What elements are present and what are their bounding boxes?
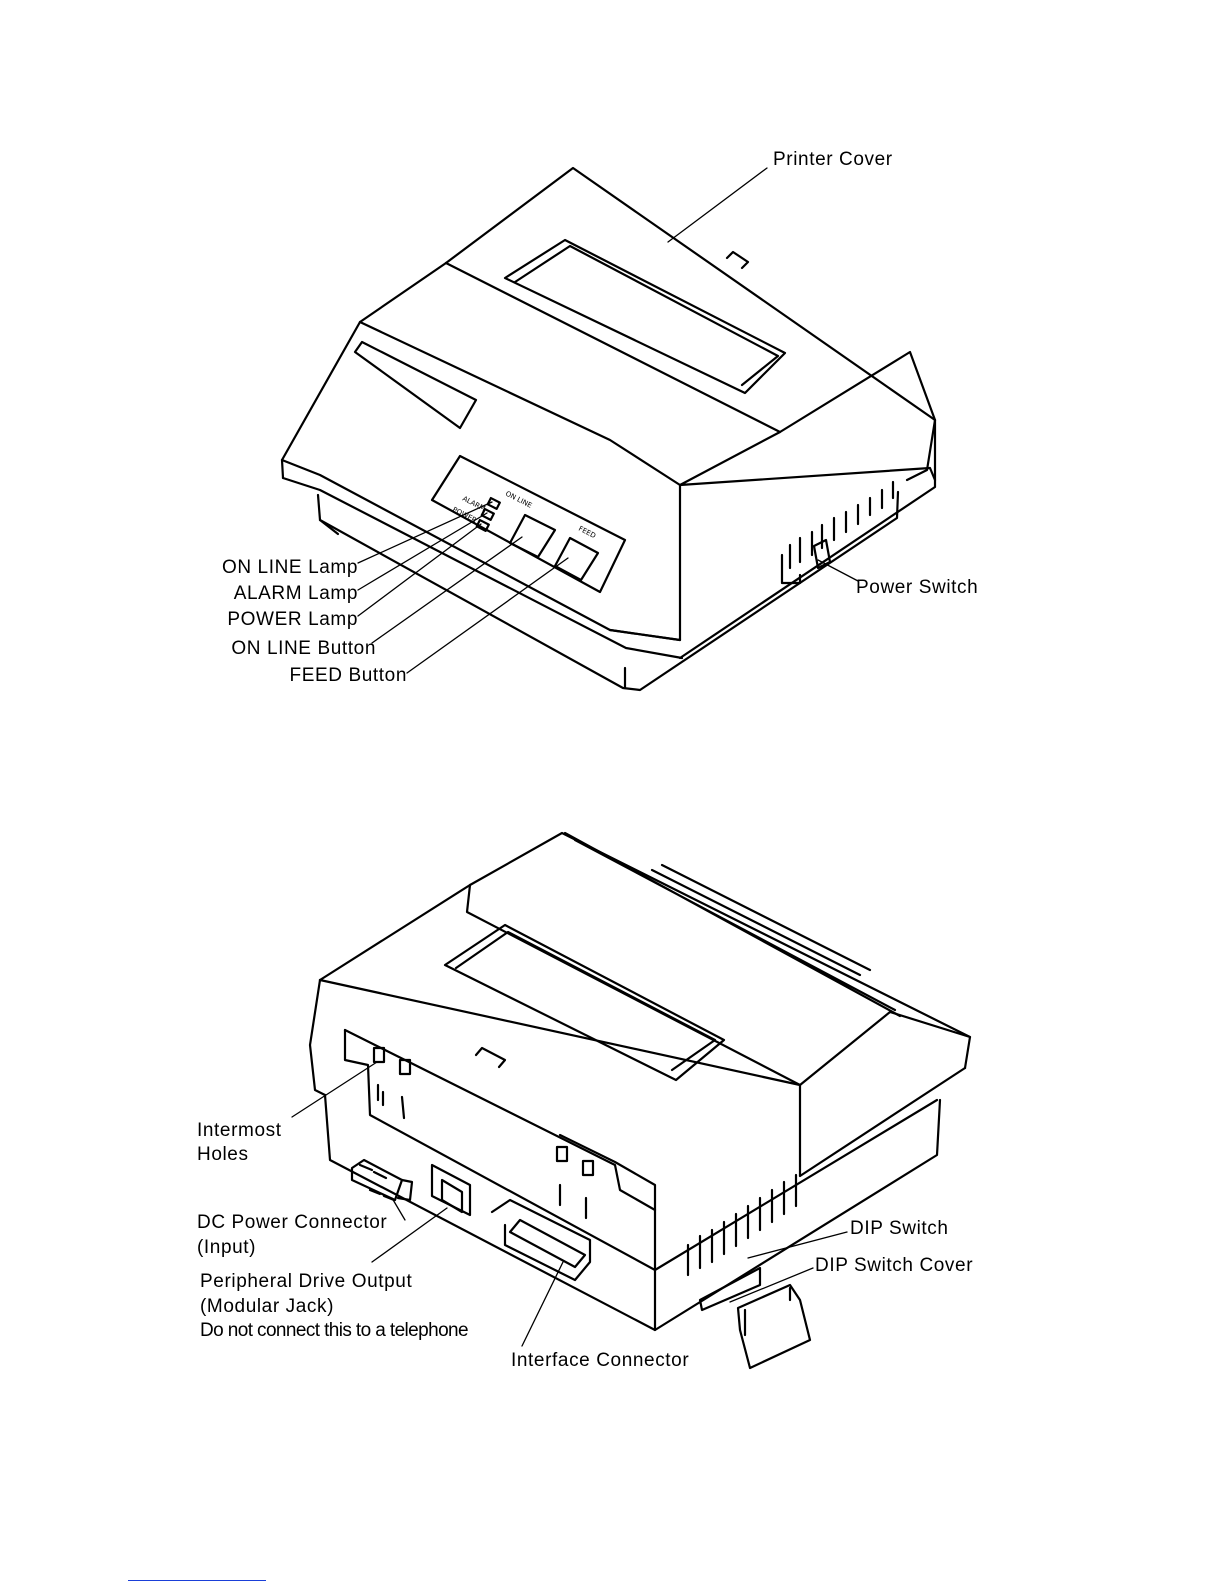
panel-power-text: POWER <box>451 506 478 525</box>
label-intermost-holes-line1: Intermost <box>197 1119 282 1143</box>
label-peripheral-line3: Do not connect this to a telephone <box>200 1319 468 1343</box>
label-interface-connector: Interface Connector <box>511 1349 689 1373</box>
label-dip-switch: DIP Switch <box>850 1217 949 1241</box>
label-peripheral-line2: (Modular Jack) <box>200 1295 334 1319</box>
label-dc-power-line2: (Input) <box>197 1236 256 1260</box>
panel-on-line-text: ON LINE <box>504 490 533 510</box>
label-intermost-holes-line2: Holes <box>197 1143 249 1167</box>
label-dc-power-line1: DC Power Connector <box>197 1211 387 1235</box>
footer-rule <box>128 1580 266 1581</box>
panel-feed-text: FEED <box>577 525 597 540</box>
label-dip-switch-cover: DIP Switch Cover <box>815 1254 973 1278</box>
label-peripheral-line1: Peripheral Drive Output <box>200 1270 412 1294</box>
